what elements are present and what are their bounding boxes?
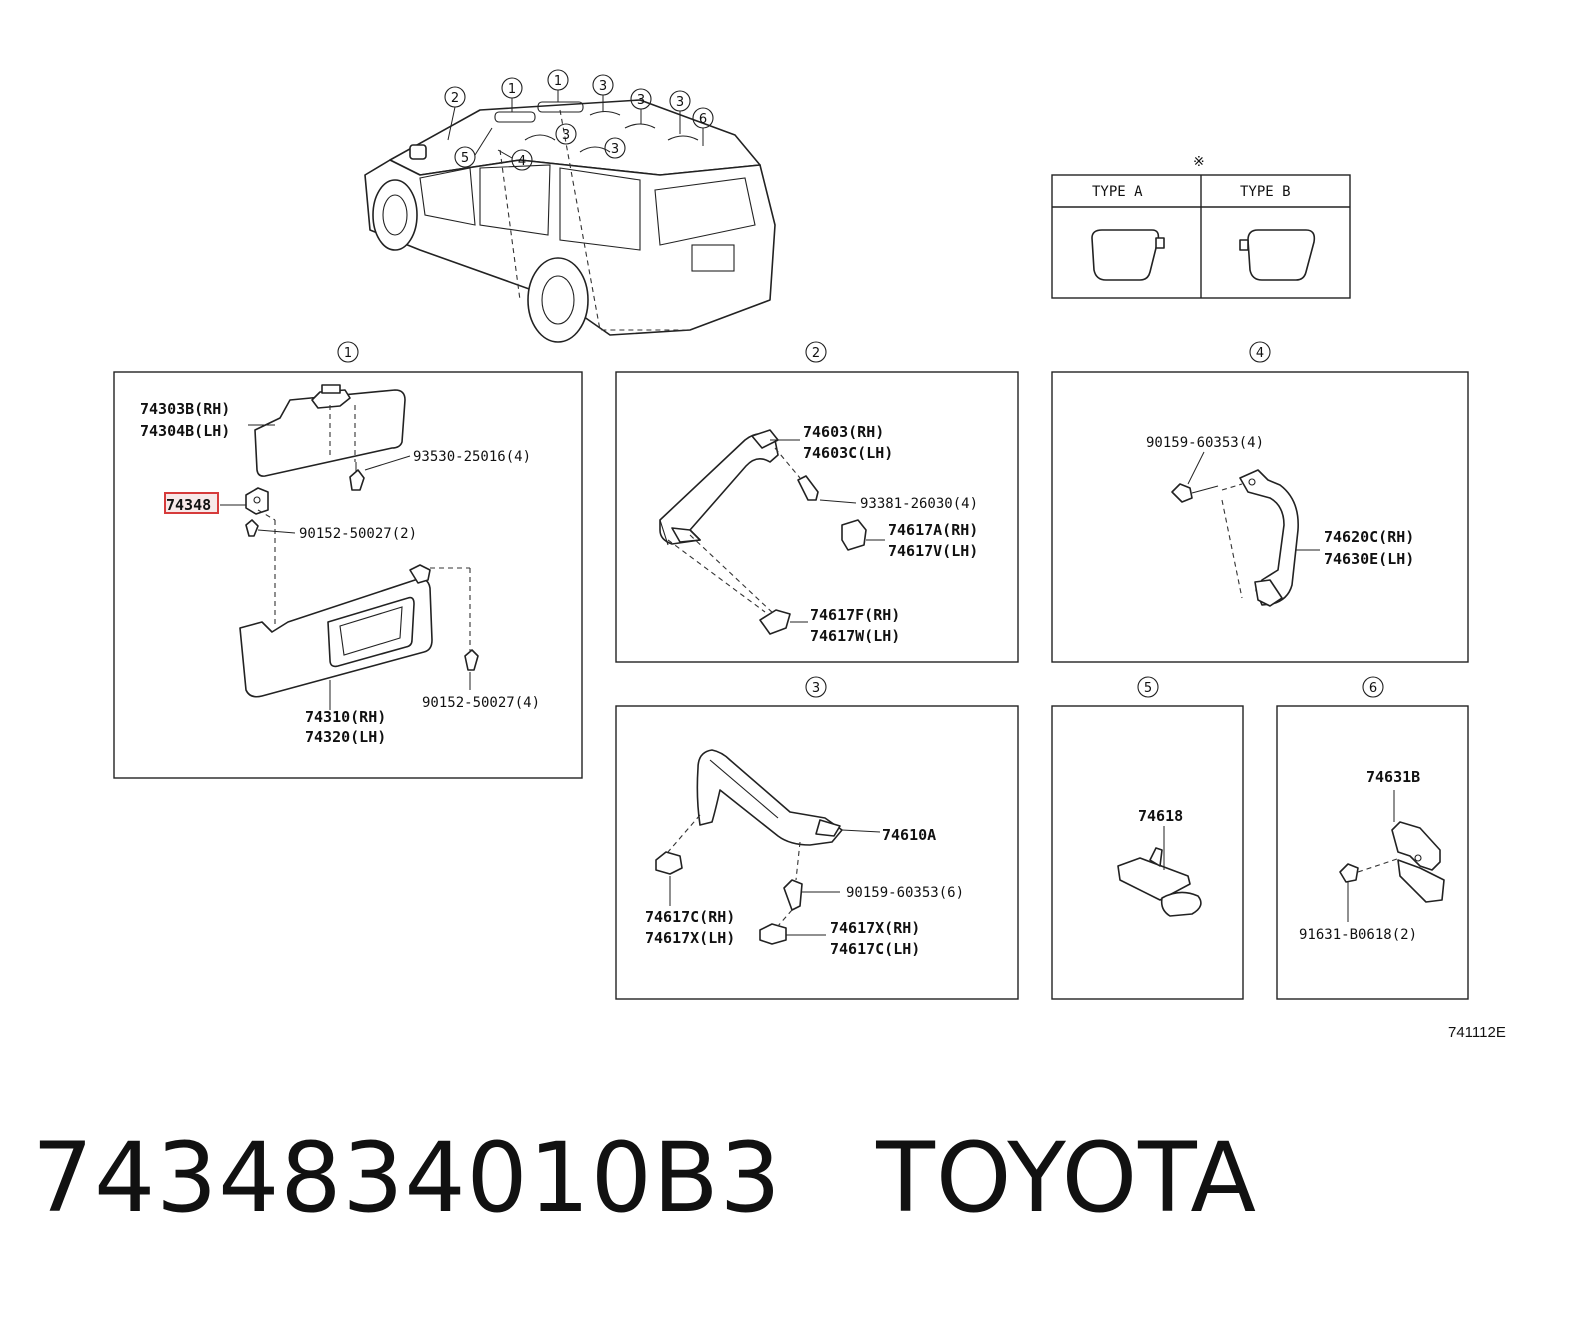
panel-4-assist-grip: 4 90159-60353(4) 74620C(RH) 74630E(LH) [1051, 341, 1469, 663]
vehicle-callouts: 2 1 1 3 3 3 6 5 4 3 3 [444, 69, 714, 171]
label-74617a: 74617A(RH) [888, 521, 978, 539]
assist-grip [1239, 469, 1299, 606]
label-74303b: 74303B(RH) [140, 400, 230, 418]
label-74603: 74603(RH) [803, 423, 884, 441]
cover-cap-icon [841, 519, 867, 551]
brand-name: TOYOTA [876, 1122, 1258, 1234]
type-a-label: TYPE A [1092, 184, 1143, 200]
svg-text:5: 5 [461, 151, 469, 166]
cover-cap-icon [759, 609, 791, 635]
svg-text:3: 3 [599, 79, 607, 94]
screw-icon [349, 469, 365, 491]
coat-hook [1391, 821, 1441, 871]
footer-title: 7434834010B3 TOYOTA [32, 1130, 1257, 1226]
part-number: 7434834010B3 [32, 1122, 782, 1234]
callout-4: 4 [497, 149, 533, 171]
label-74617v: 74617V(LH) [888, 542, 978, 560]
callout-3: 3 [669, 90, 691, 134]
label-74630e: 74630E(LH) [1324, 550, 1414, 568]
label-74603c: 74603C(LH) [803, 444, 893, 462]
label-74618: 74618 [1138, 807, 1183, 825]
callout-3: 3 [592, 74, 614, 112]
screw-icon [783, 879, 803, 911]
label-74304b: 74304B(LH) [140, 422, 230, 440]
note-mark: ※ [1193, 154, 1205, 170]
callout-3: 3 [555, 123, 577, 145]
label-74617x-rh: 74617X(RH) [830, 919, 920, 937]
screw-icon [1149, 847, 1163, 867]
svg-text:2: 2 [451, 91, 459, 106]
vehicle-illustration [364, 99, 776, 343]
callout-1: 1 [547, 69, 569, 102]
callout-6: 6 [692, 107, 714, 146]
label-74617f: 74617F(RH) [810, 606, 900, 624]
svg-text:4: 4 [518, 154, 526, 169]
label-93381: 93381-26030(4) [860, 496, 978, 512]
screw-icon [245, 519, 259, 537]
label-74610a: 74610A [882, 826, 936, 844]
assist-grip [696, 749, 843, 846]
label-90159: 90159-60353(6) [846, 885, 964, 901]
vanity-mirror [327, 596, 415, 668]
highlight-box [164, 492, 219, 514]
svg-text:2: 2 [812, 346, 820, 361]
panel-3-assist-grip: 3 74610A 90159-60353(6) 74617C(RH) 74617… [615, 676, 1019, 1000]
panel-1-sun-visor: 1 74303B(RH) 74304B( [113, 341, 583, 779]
svg-text:4: 4 [1256, 346, 1264, 361]
screw-icon [464, 649, 479, 671]
label-90152-a: 90152-50027(2) [299, 526, 417, 542]
type-a-mirror-icon [1091, 229, 1160, 281]
label-90159: 90159-60353(4) [1146, 435, 1264, 451]
svg-text:6: 6 [699, 112, 707, 127]
clip-icon [759, 923, 787, 945]
screw-icon [797, 475, 819, 501]
label-90152-b: 90152-50027(4) [422, 695, 540, 711]
svg-text:6: 6 [1369, 681, 1377, 696]
panel-6-coat-hook: 6 74631B 91631-B0618(2) [1276, 676, 1469, 1000]
label-74310: 74310(RH) [305, 708, 386, 726]
svg-text:3: 3 [637, 93, 645, 108]
callout-3: 3 [604, 137, 626, 159]
svg-text:3: 3 [611, 142, 619, 157]
clip-icon [655, 851, 683, 875]
screw-icon [1171, 483, 1193, 503]
label-74348: 74348 [166, 496, 211, 514]
label-74631b: 74631B [1366, 768, 1420, 786]
type-b-mirror-icon [1247, 229, 1316, 281]
svg-text:1: 1 [508, 82, 516, 97]
label-74617c-rh: 74617C(RH) [645, 908, 735, 926]
callout-5: 5 [454, 127, 493, 168]
svg-text:5: 5 [1144, 681, 1152, 696]
panel-2-assist-grip: 2 74603(RH) 74603C(LH) 93381-26030(4) 74… [615, 341, 1019, 663]
svg-text:1: 1 [344, 346, 352, 361]
label-91631: 91631-B0618(2) [1299, 927, 1417, 943]
callout-2: 2 [444, 86, 466, 141]
assist-grip [659, 433, 779, 545]
svg-text:3: 3 [562, 128, 570, 143]
label-74320: 74320(LH) [305, 728, 386, 746]
callout-3: 3 [630, 88, 652, 124]
callout-1: 1 [501, 77, 523, 112]
coat-hook [1117, 857, 1191, 901]
screw-icon [1339, 863, 1359, 883]
svg-text:1: 1 [554, 74, 562, 89]
label-74620c: 74620C(RH) [1324, 528, 1414, 546]
label-74617w: 74617W(LH) [810, 627, 900, 645]
label-74617c-lh: 74617C(LH) [830, 940, 920, 958]
visor-holder [245, 487, 269, 515]
label-93530: 93530-25016(4) [413, 449, 531, 465]
type-b-label: TYPE B [1240, 184, 1291, 200]
figure-code: 741112E [1448, 1024, 1506, 1041]
label-74617x-lh: 74617X(LH) [645, 929, 735, 947]
svg-text:3: 3 [676, 95, 684, 110]
panel-5-coat-hook: 5 74618 [1051, 676, 1244, 1000]
svg-text:3: 3 [812, 681, 820, 696]
type-table: ※ TYPE A TYPE B [1051, 154, 1351, 299]
